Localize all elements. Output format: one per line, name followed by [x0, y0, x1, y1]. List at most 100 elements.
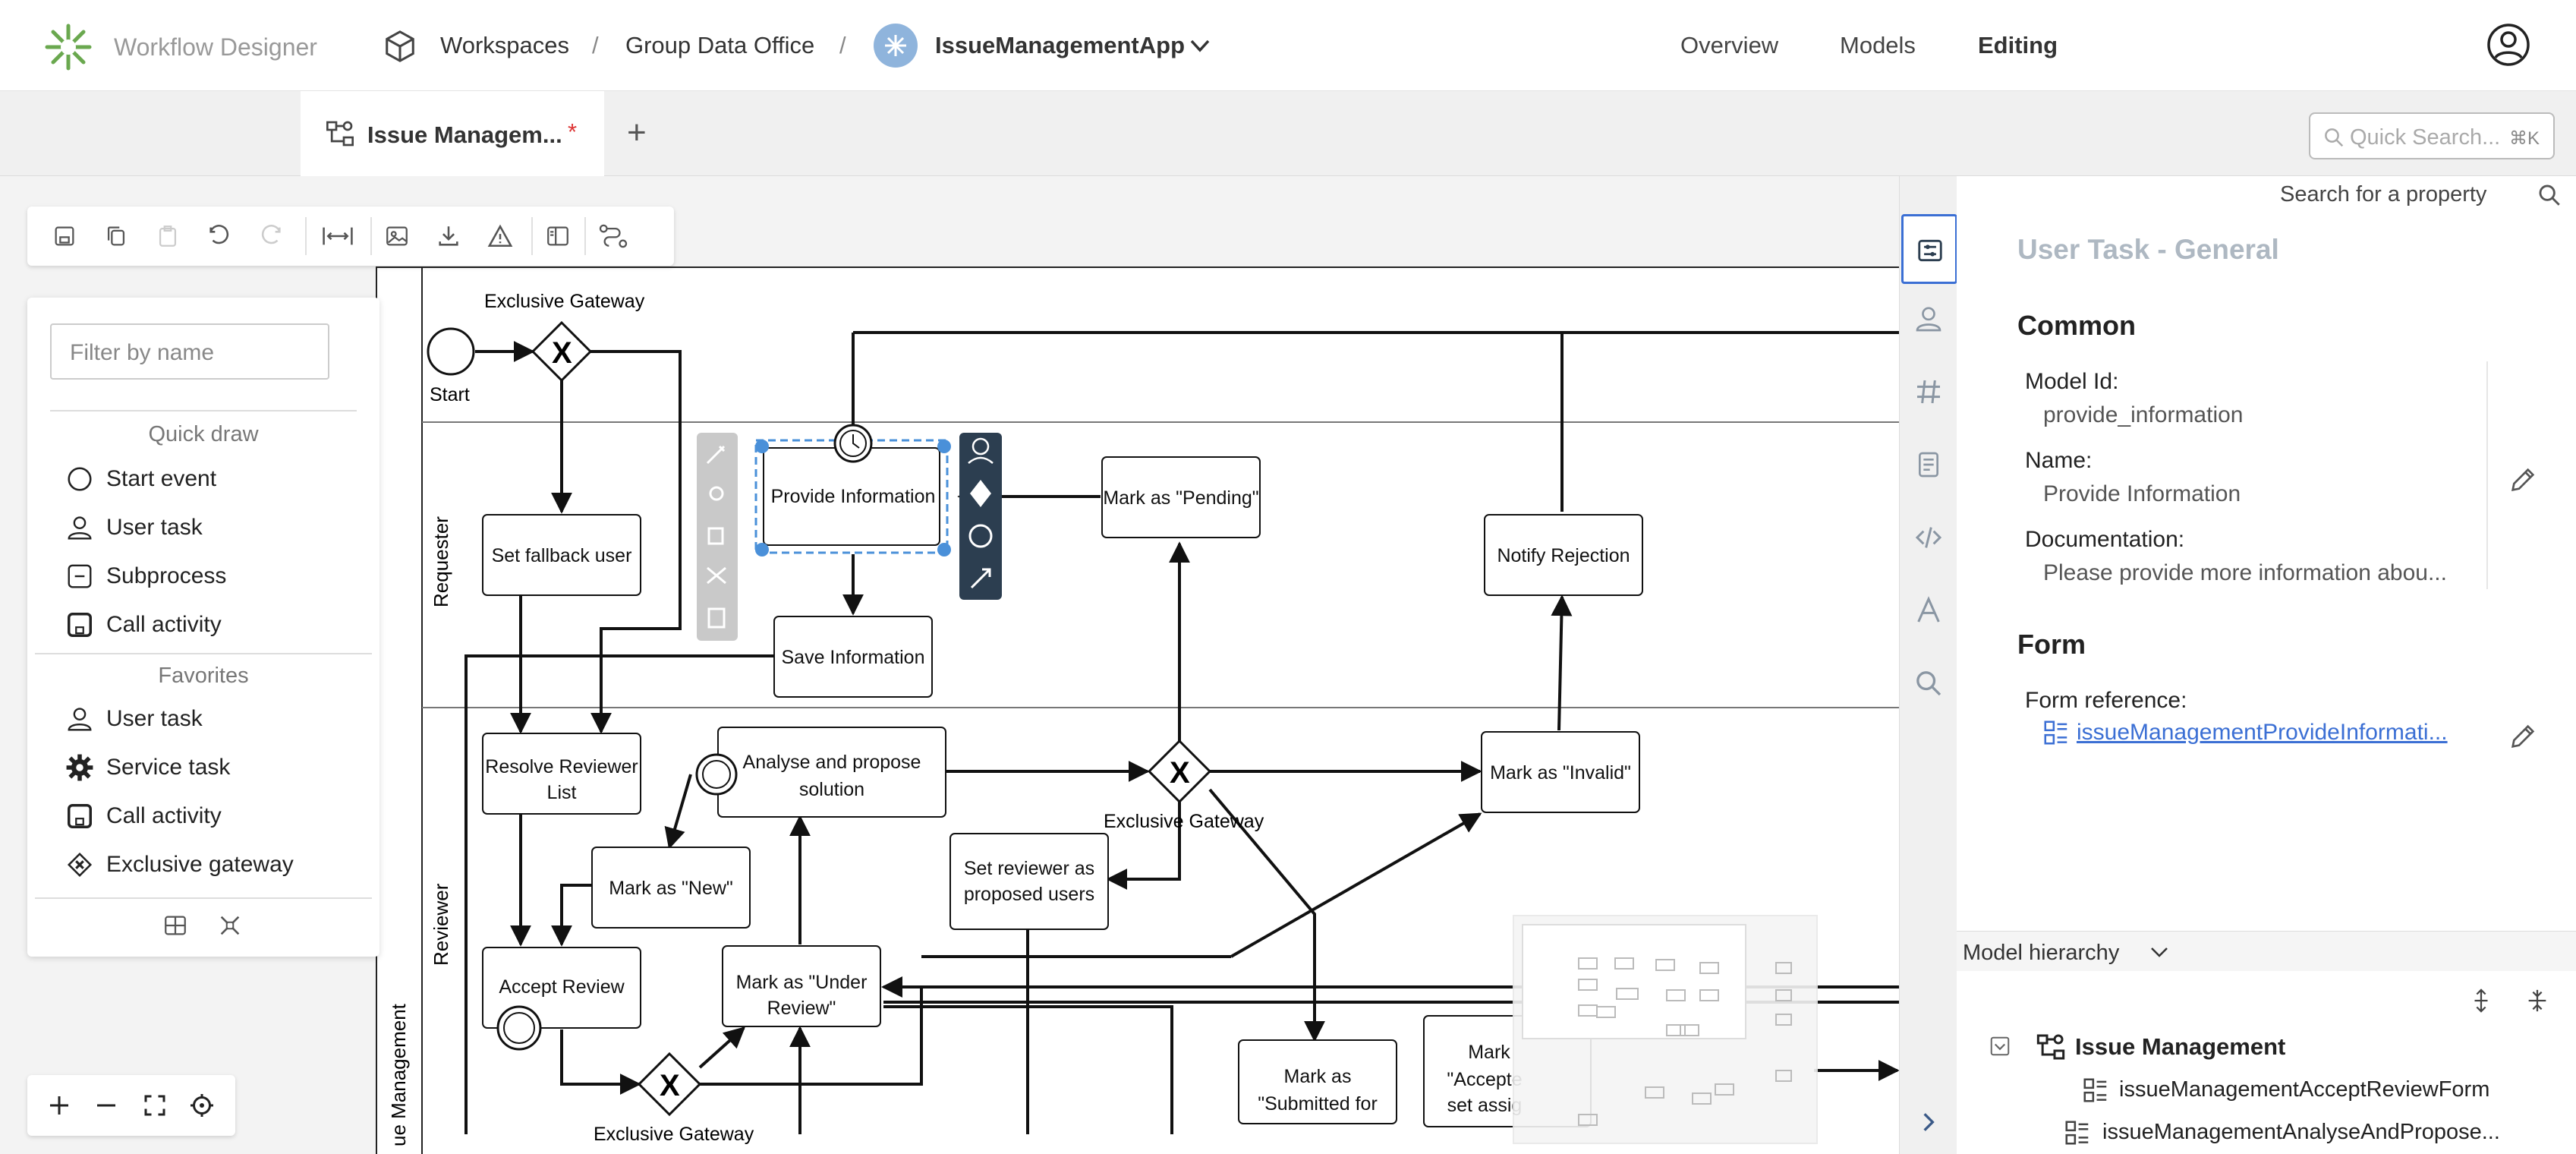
grid-view-icon[interactable]: [162, 913, 188, 938]
favorite-user-task[interactable]: User task: [65, 705, 203, 733]
hierarchy-root[interactable]: Issue Management: [2075, 1033, 2286, 1060]
tab-label[interactable]: Issue Managem...: [367, 121, 562, 148]
edit-pencil-icon[interactable]: [2508, 465, 2538, 495]
search-icon[interactable]: [2537, 182, 2562, 208]
center-crosshair-icon[interactable]: [188, 1092, 216, 1119]
svg-text:Mark as "Pending": Mark as "Pending": [1103, 487, 1258, 509]
exclusive-gateway-1[interactable]: X: [531, 320, 593, 383]
task-accept-review[interactable]: Accept Review: [482, 947, 641, 1051]
search-icon[interactable]: [1913, 668, 1944, 698]
diagram-toolbar: [27, 207, 674, 266]
task-analyse-and-propose[interactable]: Analyse and propose solution: [695, 727, 946, 818]
favorite-exclusive-gateway[interactable]: Exclusive gateway: [65, 850, 294, 879]
name-value[interactable]: Provide Information: [2043, 481, 2241, 506]
auto-layout-icon[interactable]: [598, 223, 628, 249]
process-model-icon: [2036, 1034, 2065, 1060]
app-title[interactable]: Workflow Designer: [114, 33, 317, 61]
undo-icon[interactable]: [206, 223, 232, 249]
start-event[interactable]: [427, 327, 475, 376]
palette-call-activity[interactable]: Call activity: [65, 610, 222, 639]
model-id-value[interactable]: provide_information: [2043, 402, 2244, 427]
tab-issue-management[interactable]: Issue Managem... *: [301, 91, 604, 176]
form-reference-link[interactable]: issueManagementProvideInformati...: [2077, 720, 2448, 745]
add-tab-button[interactable]: +: [627, 114, 647, 151]
selection-handles[interactable]: [755, 440, 951, 557]
element-palette: Filter by name Quick draw Start event Us…: [27, 298, 379, 957]
paste-icon[interactable]: [155, 223, 181, 249]
redo-icon[interactable]: [258, 223, 284, 249]
breadcrumb-workspaces[interactable]: Workspaces: [440, 32, 569, 58]
task-resolve-reviewer-list[interactable]: Resolve Reviewer List: [482, 733, 641, 815]
panel-toggle-icon[interactable]: [545, 223, 571, 249]
zoom-in-icon[interactable]: [46, 1092, 73, 1119]
user-assignment-icon[interactable]: [1913, 304, 1944, 334]
pool-label: ue Management: [387, 1003, 410, 1146]
breadcrumb-group[interactable]: Group Data Office: [625, 32, 815, 58]
palette-subprocess[interactable]: Subprocess: [65, 562, 226, 591]
chevron-down-icon[interactable]: [1189, 36, 1211, 55]
user-task-icon: [68, 516, 92, 540]
name-label: Name:: [2025, 448, 2093, 473]
breadcrumb-app[interactable]: IssueManagementApp: [935, 32, 1186, 58]
font-icon[interactable]: [1913, 595, 1944, 626]
favorite-service-task[interactable]: Service task: [65, 753, 230, 782]
tree-toggle-icon[interactable]: [1989, 1035, 2011, 1058]
hierarchy-child[interactable]: issueManagementAnalyseAndPropose...: [2102, 1120, 2500, 1144]
common-heading: Common: [2017, 310, 2136, 341]
task-mark-pending[interactable]: Mark as "Pending": [1101, 456, 1261, 538]
form-icon: [2065, 1121, 2089, 1145]
image-export-icon[interactable]: [384, 223, 410, 249]
hierarchy-child[interactable]: issueManagementAcceptReviewForm: [2119, 1077, 2490, 1102]
task-set-reviewer[interactable]: Set reviewer as proposed users: [949, 833, 1109, 930]
documentation-value[interactable]: Please provide more information abou...: [2043, 560, 2447, 585]
favorite-call-activity[interactable]: Call activity: [65, 802, 222, 831]
documentation-label: Documentation:: [2025, 527, 2185, 552]
task-mark-new[interactable]: Mark as "New": [591, 847, 751, 929]
minimap[interactable]: [1513, 915, 1818, 1144]
quick-search-input[interactable]: Quick Search... ⌘K: [2309, 112, 2555, 159]
hash-icon[interactable]: [1913, 377, 1944, 407]
property-search-placeholder[interactable]: Search for a property: [2280, 182, 2487, 207]
chevron-down-icon[interactable]: [2148, 942, 2171, 962]
nav-overview[interactable]: Overview: [1680, 32, 1779, 58]
palette-user-task[interactable]: User task: [65, 513, 203, 542]
task-notify-rejection[interactable]: Notify Rejection: [1484, 514, 1643, 596]
task-mark-submitted[interactable]: Mark as "Submitted for: [1238, 1039, 1397, 1124]
collapse-icon[interactable]: [217, 913, 243, 938]
code-icon[interactable]: [1913, 522, 1944, 553]
user-account-icon[interactable]: [2486, 23, 2530, 67]
nav-models[interactable]: Models: [1840, 32, 1916, 58]
palette-start-event[interactable]: Start event: [65, 465, 216, 493]
task-provide-information[interactable]: Provide Information: [754, 424, 949, 554]
context-pad-append[interactable]: [959, 433, 1002, 600]
chevron-right-icon[interactable]: [1916, 1110, 1941, 1134]
document-icon[interactable]: [1913, 449, 1944, 480]
tab-general[interactable]: [1901, 214, 1957, 284]
fit-screen-icon[interactable]: [141, 1092, 168, 1119]
save-icon[interactable]: [52, 223, 77, 249]
task-set-fallback-user[interactable]: Set fallback user: [482, 514, 641, 596]
collapse-all-icon[interactable]: [2524, 988, 2550, 1014]
bpmn-diagram[interactable]: ue Management Requester Reviewer: [0, 176, 1899, 1154]
copy-icon[interactable]: [103, 223, 129, 249]
svg-text:Mark as "Under: Mark as "Under: [736, 972, 868, 993]
palette-filter-input[interactable]: Filter by name: [50, 323, 329, 380]
download-icon[interactable]: [436, 223, 461, 249]
exclusive-gateway-3[interactable]: X: [637, 1052, 702, 1117]
fit-width-icon[interactable]: [320, 223, 355, 249]
expand-all-icon[interactable]: [2468, 988, 2494, 1014]
task-mark-invalid[interactable]: Mark as "Invalid": [1481, 731, 1640, 813]
zoom-out-icon[interactable]: [93, 1092, 120, 1119]
task-save-information[interactable]: Save Information: [773, 616, 933, 698]
model-id-label: Model Id:: [2025, 369, 2119, 394]
task-mark-under-review[interactable]: Mark as "Under Review": [722, 945, 881, 1027]
svg-text:Review": Review": [767, 998, 836, 1019]
warning-icon[interactable]: [487, 223, 513, 249]
edit-pencil-icon[interactable]: [2508, 721, 2538, 752]
exclusive-gateway-2[interactable]: X: [1147, 739, 1212, 804]
context-pad-tools[interactable]: [697, 433, 738, 641]
nav-editing[interactable]: Editing: [1978, 32, 2058, 58]
model-hierarchy-heading[interactable]: Model hierarchy: [1963, 941, 2120, 965]
svg-text:List: List: [547, 782, 577, 803]
call-activity-icon: [68, 613, 92, 637]
